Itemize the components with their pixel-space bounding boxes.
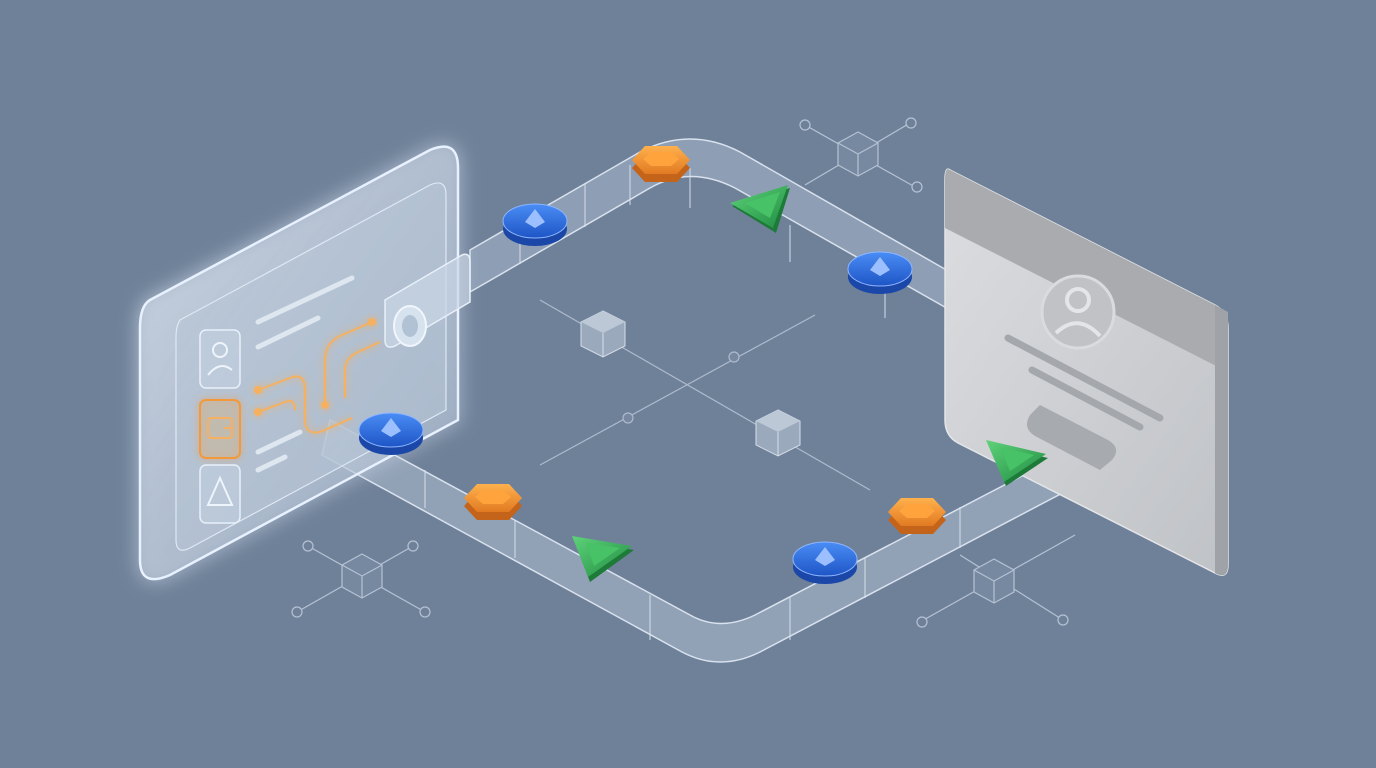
cube-node-bottom-right (916, 534, 1076, 628)
token-orange-hex (464, 484, 522, 520)
cube-node-top (799, 117, 923, 193)
card-slot (1026, 405, 1117, 470)
circuit-traces (254, 318, 381, 434)
token-orange-hex (632, 146, 690, 182)
cube-node-bottom-left (291, 540, 431, 618)
avatar-icon (1040, 274, 1116, 350)
wallet-panel (138, 145, 471, 581)
triangle-icon (199, 464, 241, 524)
token-eth-coin (358, 412, 424, 455)
token-green-triangle (572, 536, 634, 582)
cube-node-center-left (580, 310, 626, 358)
token-green-triangle (730, 185, 790, 233)
cube-node-center-right (755, 409, 801, 457)
token-green-triangle (986, 440, 1048, 486)
profile-card (944, 168, 1229, 576)
wallet-icon (199, 399, 241, 459)
token-eth-coin (502, 203, 568, 246)
token-eth-coin (847, 251, 913, 294)
token-orange-hex (888, 498, 946, 534)
user-icon (199, 329, 241, 389)
token-eth-coin (792, 541, 858, 584)
